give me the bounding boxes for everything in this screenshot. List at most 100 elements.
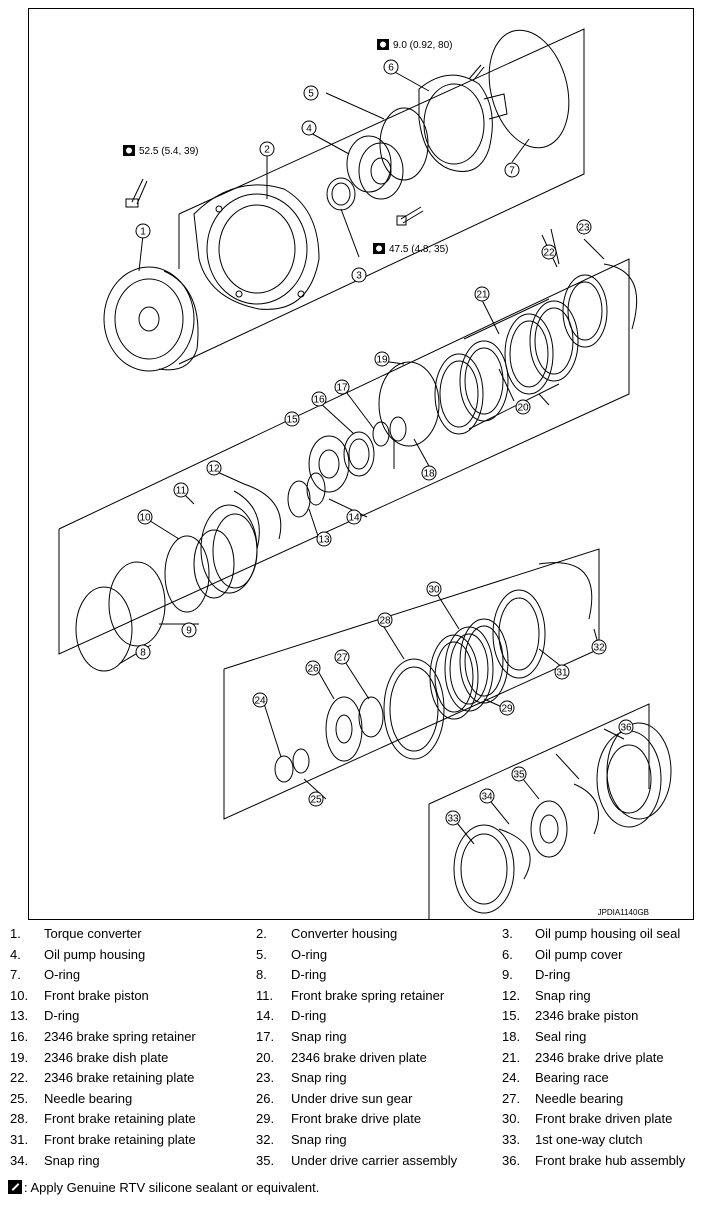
callout-number: 33 (447, 814, 459, 825)
callout-number: 12 (208, 464, 220, 475)
torque-icon (377, 39, 389, 50)
legend-part-name: 1st one-way clutch (535, 1132, 643, 1147)
legend-part-name: Front brake driven plate (535, 1111, 673, 1127)
legend-part-name: O-ring (44, 967, 81, 983)
legend-number: 33. (502, 1132, 521, 1147)
frame-pump-group (178, 28, 585, 365)
brake-pack-2346-drawing (378, 263, 638, 447)
callout-number: 32 (593, 643, 605, 654)
bolt-52-5 (125, 178, 148, 208)
legend-part-name: Front brake spring retainer (291, 987, 445, 1003)
legend-part-name: Snap ring (44, 1152, 100, 1168)
legend-part-name: Torque converter (44, 926, 142, 941)
callout-31: 31 (554, 664, 570, 680)
legend-number: 32. (256, 1132, 275, 1147)
legend-part-name: 2346 brake dish plate (44, 1049, 169, 1065)
callout-8: 8 (135, 644, 151, 660)
legend-part-name: D-ring (535, 967, 571, 983)
callout-33: 33 (445, 810, 461, 826)
callout-number: 4 (306, 124, 312, 135)
callout-layer: 1234567891011121314151617181920212223242… (135, 59, 634, 826)
legend-number: 19. (10, 1049, 29, 1065)
legend-number: 4. (10, 946, 21, 962)
legend-number: 5. (256, 946, 267, 962)
legend-part-name: 2346 brake retaining plate (44, 1070, 195, 1086)
front-brake-pack-drawing (274, 562, 593, 783)
legend-number: 13. (10, 1008, 29, 1024)
legend-part-name: Needle bearing (44, 1090, 133, 1106)
callout-35: 35 (511, 766, 527, 782)
legend-part-name: D-ring (44, 1008, 80, 1024)
callout-number: 14 (348, 513, 360, 524)
legend-number: 29. (256, 1111, 275, 1127)
callout-number: 1 (140, 227, 146, 238)
oil-pump-housing-drawing (346, 135, 404, 200)
callout-number: 24 (254, 696, 266, 707)
legend-number: 18. (502, 1029, 521, 1044)
callout-number: 5 (308, 89, 314, 100)
callout-22: 22 (541, 244, 557, 260)
callout-13: 13 (316, 531, 332, 547)
legend-part-name: Bearing race (535, 1070, 609, 1086)
callout-6: 6 (383, 59, 399, 75)
legend-number: 11. (256, 987, 274, 1003)
legend-number: 35. (256, 1152, 275, 1168)
callout-number: 20 (517, 403, 529, 414)
callout-number: 16 (313, 395, 325, 406)
legend-part-name: Front brake piston (44, 987, 149, 1003)
oil-seal-drawing (326, 177, 356, 211)
legend-number: 8. (256, 967, 267, 983)
legend-number: 20. (256, 1049, 275, 1065)
callout-23: 23 (576, 219, 592, 235)
legend-number: 15. (502, 1008, 521, 1024)
legend-number: 17. (256, 1029, 275, 1044)
legend-row: 10. Front brake piston 11. Front brake spri… (0, 988, 714, 1008)
callout-number: 25 (310, 795, 322, 806)
callout-25: 25 (308, 791, 324, 807)
legend-number: 16. (10, 1029, 29, 1044)
legend-number: 9. (502, 967, 513, 983)
callout-number: 31 (556, 668, 568, 679)
legend-part-name: Oil pump housing (44, 946, 146, 962)
callout-2: 2 (259, 141, 275, 157)
callout-number: 35 (513, 770, 525, 781)
legend-number: 21. (502, 1049, 521, 1065)
callout-number: 3 (356, 271, 362, 282)
legend-number: 34. (10, 1152, 29, 1168)
d-rings-drawing (233, 472, 326, 550)
d-ring-8-drawing (75, 586, 133, 672)
callout-number: 10 (139, 513, 151, 524)
callout-29: 29 (499, 700, 515, 716)
callout-number: 36 (620, 723, 632, 734)
legend-number: 3. (502, 926, 513, 941)
callout-number: 7 (509, 166, 515, 177)
legend-number: 24. (502, 1070, 521, 1086)
frame-clutch-group (223, 548, 600, 820)
callout-number: 26 (307, 664, 319, 675)
legend-number: 10. (10, 987, 29, 1003)
callout-number: 9 (186, 626, 192, 637)
legend-number: 28. (10, 1111, 29, 1127)
legend-number: 25. (10, 1090, 29, 1106)
legend-part-name: 2346 brake spring retainer (44, 1029, 196, 1044)
converter-housing-drawing (193, 184, 320, 310)
callout-number: 28 (379, 616, 391, 627)
legend-number: 23. (256, 1070, 275, 1086)
callout-14: 14 (346, 509, 362, 525)
sealant-note: : Apply Genuine RTV silicone sealant or … (8, 1180, 319, 1195)
callout-17: 17 (334, 379, 350, 395)
torque-converter-drawing (103, 266, 199, 372)
callout-number: 19 (376, 355, 388, 366)
hub-and-clutch-drawing (453, 722, 672, 914)
legend-part-name: Under drive sun gear (291, 1090, 413, 1106)
callout-19: 19 (374, 351, 390, 367)
note-text: : Apply Genuine RTV silicone sealant or … (24, 1180, 320, 1195)
callout-26: 26 (305, 660, 321, 676)
legend-part-name: Front brake drive plate (291, 1111, 422, 1127)
callout-number: 29 (501, 704, 513, 715)
